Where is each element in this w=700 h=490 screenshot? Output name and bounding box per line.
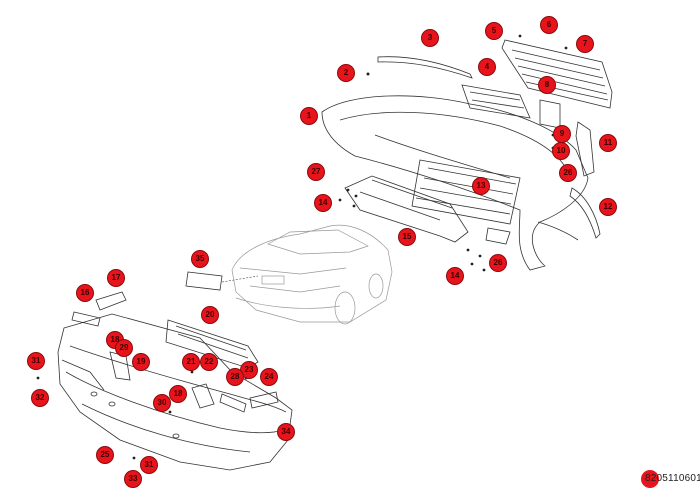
callout-7: 7: [576, 35, 594, 53]
bracket-8: [539, 99, 561, 129]
callout-13: 13: [472, 177, 490, 195]
callout-2: 2: [337, 64, 355, 82]
side-bracket-22: [219, 393, 247, 413]
bracket-4: [461, 84, 531, 119]
upper-reinforcement-bar: [377, 56, 473, 79]
callout-21: 21: [182, 353, 200, 371]
callout-8: 8: [538, 76, 556, 94]
clip-26: [485, 227, 511, 245]
callout-9: 9: [553, 125, 571, 143]
callout-1: 1: [300, 107, 318, 125]
callout-3: 3: [421, 29, 439, 47]
callout-10: 10: [552, 142, 570, 160]
callout-19: 19: [132, 353, 150, 371]
grille-insert: [501, 39, 613, 109]
callout-31b: 31: [140, 456, 158, 474]
callout-14a: 14: [314, 194, 332, 212]
callout-18b: 18: [169, 385, 187, 403]
callout-15: 15: [398, 228, 416, 246]
callout-33: 33: [124, 470, 142, 488]
reference-car-outline: [231, 224, 393, 325]
callout-31a: 31: [27, 352, 45, 370]
side-trim-11: [575, 121, 595, 177]
callout-29: 29: [115, 339, 133, 357]
callout-22: 22: [200, 353, 218, 371]
callout-32: 32: [31, 389, 49, 407]
rear-bumper-cover: [57, 313, 293, 471]
retainer-16: [71, 311, 101, 327]
callout-4: 4: [478, 58, 496, 76]
callout-16: 16: [76, 284, 94, 302]
callout-26b: 26: [489, 254, 507, 272]
callout-30: 30: [153, 394, 171, 412]
callout-6: 6: [540, 16, 558, 34]
callout-17: 17: [107, 269, 125, 287]
callout-20: 20: [201, 306, 219, 324]
callout-24: 24: [260, 368, 278, 386]
callout-12: 12: [599, 198, 617, 216]
callout-27: 27: [307, 163, 325, 181]
side-bracket-24: [249, 391, 279, 409]
reference-badge: [641, 470, 659, 488]
bracket-18: [191, 383, 215, 409]
callout-35: 35: [191, 250, 209, 268]
callout-5: 5: [485, 22, 503, 40]
callout-28: 28: [226, 368, 244, 386]
callout-11: 11: [599, 134, 617, 152]
callout-14b: 14: [446, 267, 464, 285]
front-bumper-cover: [321, 95, 589, 271]
side-seal-12: [569, 187, 601, 239]
callout-25: 25: [96, 446, 114, 464]
callout-26a: 26: [559, 164, 577, 182]
reference-code: 8205110601: [645, 473, 700, 484]
callout-34: 34: [277, 423, 295, 441]
lower-grille: [411, 159, 521, 225]
license-plate-bracket: [185, 271, 223, 291]
retainer-17: [95, 291, 127, 311]
energy-absorber: [344, 175, 469, 243]
